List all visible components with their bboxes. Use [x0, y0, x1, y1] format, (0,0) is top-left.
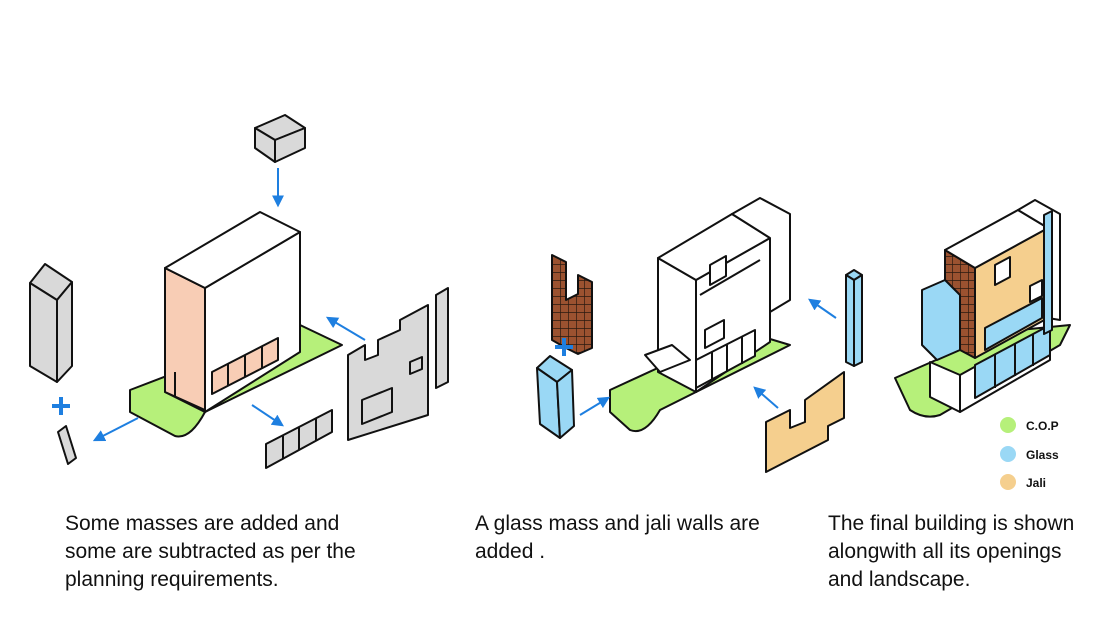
arrow-column [808, 298, 837, 319]
subtracted-wall [347, 287, 449, 441]
window-small [1029, 279, 1043, 303]
caption-line: some are subtracted as per the [65, 540, 356, 563]
caption-step2: A glass mass and jali walls are added . [475, 510, 760, 566]
caption-line: The final building is shown [828, 512, 1075, 535]
plus-icon [52, 397, 70, 415]
legend-swatch [1000, 417, 1016, 433]
window-upper [709, 255, 727, 286]
window-band [695, 329, 756, 389]
caption-step1: Some masses are added and some are subtr… [65, 510, 356, 594]
glass-openings [974, 324, 1051, 399]
step2-diagram [536, 197, 863, 473]
jali-wall-left [551, 254, 593, 355]
plus-icons [52, 338, 573, 415]
caption-line: and landscape. [828, 568, 971, 591]
caption-step3: The final building is shown alongwith al… [828, 510, 1074, 594]
glass-mass [536, 355, 575, 439]
arrow-up-left [325, 316, 366, 341]
caption-line: A glass mass and jali walls are [475, 512, 760, 535]
step3-diagram [894, 199, 1071, 418]
tall-block [29, 263, 73, 383]
building-front [657, 257, 697, 393]
accent-mass [164, 267, 206, 411]
small-slab [57, 425, 77, 465]
window-upper [994, 256, 1011, 286]
glass-column [845, 269, 863, 367]
window-mid [984, 297, 1043, 351]
arrows [92, 168, 837, 442]
arrow-right [251, 404, 284, 427]
canopy [644, 344, 691, 373]
added-box-top [254, 114, 306, 163]
arrow-left [92, 417, 139, 442]
upper-box [731, 197, 791, 313]
caption-line: added . [475, 540, 546, 563]
jali-panel [765, 371, 845, 473]
caption-line: alongwith all its openings [828, 540, 1062, 563]
arrow-panel [753, 386, 779, 409]
glass-column [1043, 210, 1053, 335]
legend-label: Glass [1026, 448, 1059, 462]
legend-swatch [1000, 446, 1016, 462]
legend-label: Jali [1026, 476, 1046, 490]
legend-item-glass: Glass [1000, 446, 1059, 462]
legend: C.O.P Glass Jali [1000, 417, 1059, 490]
main-mass-top [164, 211, 301, 289]
window-mid [704, 319, 725, 349]
legend-swatch [1000, 474, 1016, 490]
caption-line: Some masses are added and [65, 512, 340, 535]
plus-icon [555, 338, 573, 356]
window-strip [265, 409, 333, 469]
step1-diagram [29, 114, 449, 469]
arrow-glass [579, 396, 611, 416]
legend-label: C.O.P [1026, 419, 1059, 433]
glass-mass [921, 279, 961, 361]
legend-item-cop: C.O.P [1000, 417, 1059, 433]
caption-line: planning requirements. [65, 568, 279, 591]
legend-item-jali: Jali [1000, 474, 1046, 490]
